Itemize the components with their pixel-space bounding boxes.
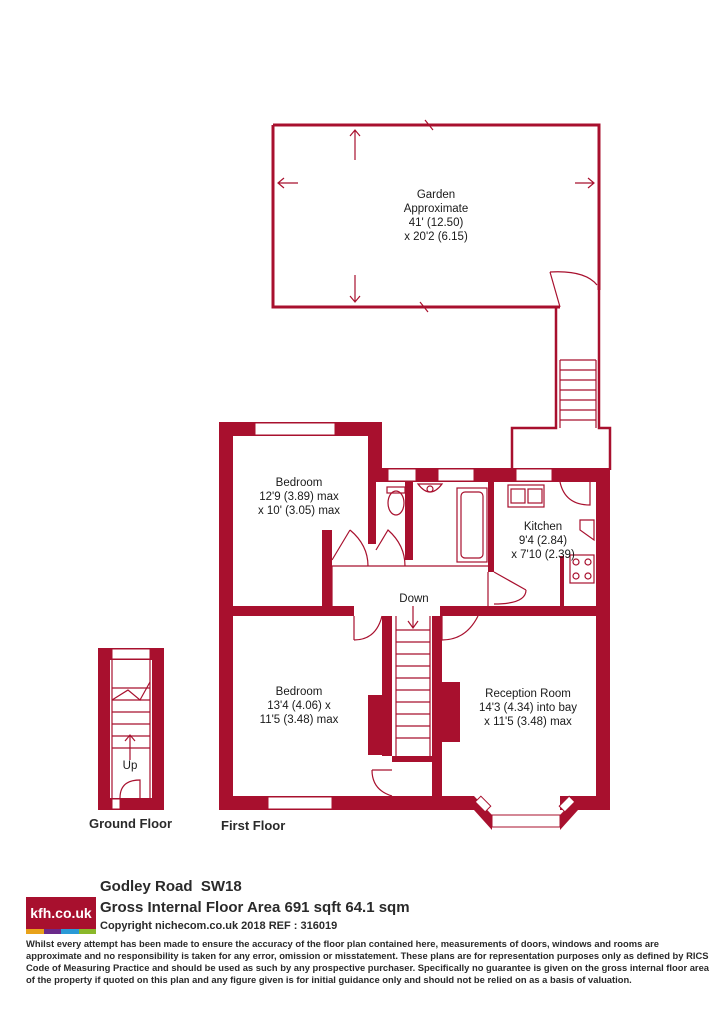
- kitchen-name: Kitchen: [524, 521, 562, 533]
- external-stairs: [510, 290, 612, 470]
- logo-strip-orange: [26, 929, 44, 934]
- first-floor-label: First Floor: [221, 818, 286, 833]
- bedroom2-name: Bedroom: [276, 686, 323, 698]
- logo-strip-green: [78, 929, 96, 934]
- reception-label: Reception Room 14'3 (4.34) into bay x 11…: [479, 688, 577, 728]
- bedroom1-line1: 12'9 (3.89) max: [259, 491, 339, 503]
- gross-internal-area: Gross Internal Floor Area 691 sqft 64.1 …: [100, 899, 410, 916]
- bedroom2-line2: 11'5 (3.48) max: [260, 714, 339, 726]
- internal-stairs: [395, 606, 431, 756]
- bedroom2-line1: 13'4 (4.06) x: [267, 700, 331, 712]
- bedroom1-name: Bedroom: [276, 477, 323, 489]
- bedroom1-label: Bedroom 12'9 (3.89) max x 10' (3.05) max: [258, 477, 340, 517]
- bathroom-fixtures: [386, 483, 488, 563]
- logo-strip-blue: [61, 929, 79, 934]
- kfh-logo: kfh.co.uk: [26, 897, 96, 929]
- kitchen-label: Kitchen 9'4 (2.84) x 7'10 (2.39): [511, 521, 575, 561]
- landing: [331, 565, 489, 606]
- kitchen-fixtures: [507, 484, 595, 584]
- reception-name: Reception Room: [485, 688, 571, 700]
- garden-outline: [271, 119, 601, 313]
- bedroom2-label: Bedroom 13'4 (4.06) x 11'5 (3.48) max: [260, 686, 339, 726]
- windows: [254, 422, 553, 810]
- garden-label: Garden Approximate 41' (12.50) x 20'2 (6…: [404, 189, 469, 243]
- reception-line2: x 11'5 (3.48) max: [484, 716, 572, 728]
- ground-floor-walls: [98, 648, 164, 810]
- bedroom1-line2: x 10' (3.05) max: [258, 505, 340, 517]
- ground-floor-label: Ground Floor: [89, 816, 173, 831]
- kitchen-line1: 9'4 (2.84): [519, 535, 567, 547]
- reception-line1: 14'3 (4.34) into bay: [479, 702, 577, 714]
- kitchen-line2: x 7'10 (2.39): [511, 549, 575, 561]
- floor-plan: Garden Approximate 41' (12.50) x 20'2 (6…: [98, 119, 612, 830]
- property-address: Godley Road SW18: [100, 878, 242, 895]
- logo-strip: [26, 929, 96, 934]
- bay-window: [474, 795, 578, 830]
- stairs-up-label: Up: [123, 760, 138, 772]
- garden-line3: x 20'2 (6.15): [404, 231, 468, 243]
- copyright: Copyright nichecom.co.uk 2018 REF : 3160…: [100, 920, 338, 932]
- stairs-down-label: Down: [399, 593, 428, 605]
- doors: [331, 481, 591, 797]
- disclaimer: Whilst every attempt has been made to en…: [26, 938, 710, 985]
- garden-name: Garden: [417, 189, 455, 201]
- logo-strip-purple: [43, 929, 61, 934]
- garden-line2: 41' (12.50): [409, 217, 464, 229]
- garden-line1: Approximate: [404, 203, 469, 215]
